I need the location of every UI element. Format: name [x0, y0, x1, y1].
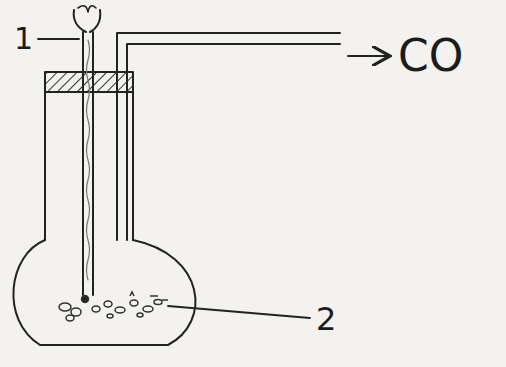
callout-number: 1	[14, 24, 33, 54]
delivery-tube	[127, 44, 340, 240]
gas-formula: CO	[398, 34, 463, 78]
flask-neck	[44, 92, 46, 240]
liquid-column	[87, 40, 90, 280]
flask-body	[13, 240, 195, 345]
thistle-funnel	[78, 6, 96, 12]
leader-line	[168, 306, 310, 318]
thistle-tube	[92, 32, 94, 295]
thistle-tube	[82, 32, 84, 295]
gas-arrow	[348, 55, 388, 57]
delivery-tube	[117, 33, 340, 240]
thistle-funnel	[74, 10, 101, 32]
reactant-particles	[59, 292, 168, 321]
leader-line	[38, 38, 79, 40]
callout-number: 2	[316, 303, 336, 335]
flask-neck	[132, 92, 134, 240]
